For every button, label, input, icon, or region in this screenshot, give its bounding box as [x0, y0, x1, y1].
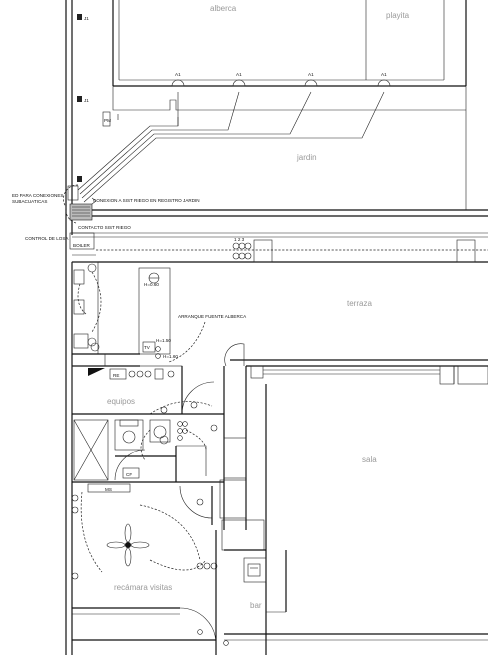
- j1-label-mid: J1: [84, 98, 89, 103]
- label-tv: TV: [144, 345, 151, 350]
- ceiling-fan-icon: [106, 523, 150, 567]
- label-h160: H=1.60: [163, 354, 178, 359]
- j1-label-top: J1: [84, 16, 89, 21]
- room-bar: bar: [250, 601, 262, 610]
- room-alberca: alberca: [210, 4, 237, 13]
- bathroom: CF: [72, 413, 224, 483]
- label-h060: H=0.60: [144, 282, 159, 287]
- room-equipos: equipos: [107, 397, 135, 406]
- svg-text:A1: A1: [236, 72, 242, 77]
- room-sala: sala: [362, 455, 377, 464]
- terrace-beam: 1 2 3: [72, 237, 488, 263]
- note-control-losa: CONTROL DE LOSA: [25, 236, 69, 241]
- outlet-cluster-terrace: 1 2 3: [232, 237, 252, 260]
- room-playita: playita: [386, 11, 410, 20]
- fountain-control: H=0.60 TV H=1.50 H=1.60 ARRANQUE FUENTE …: [138, 267, 247, 363]
- label-h150: H=1.50: [156, 338, 171, 343]
- note-contacto-sist-riego: CONTACTO SIST RIEGO: [78, 225, 131, 230]
- living-bar: [219, 437, 488, 646]
- pool-lamp-4: A1: [377, 72, 391, 87]
- pool-lamp-2: A1: [232, 72, 246, 87]
- pool-lamp-1: A1: [171, 72, 185, 87]
- label-re: RE: [113, 373, 119, 378]
- junction-markers: J1 J1 PM: [77, 14, 111, 182]
- pool-lamps: A1 A1 A1 A1: [171, 72, 391, 87]
- label-boiler: BOILER: [73, 243, 91, 248]
- room-recamara-visitas: recámara visitas: [114, 583, 172, 592]
- pool-lamp-wiring: [77, 91, 385, 203]
- note-arranque-fuente: ARRANQUE FUENTE ALBERCA: [178, 314, 247, 319]
- svg-text:A1: A1: [308, 72, 314, 77]
- pm-label: PM: [104, 118, 111, 123]
- label-ms: MS: [105, 487, 112, 492]
- note-ed-line1: ED PARA CONEXIONES: [12, 193, 63, 198]
- svg-text:1 2 3: 1 2 3: [234, 237, 245, 242]
- pool-lamp-3: A1: [304, 72, 318, 87]
- pool-junction-box: [63, 184, 97, 256]
- garden-edge: [72, 110, 488, 238]
- note-conexion-riego: CONEXION A SIST RIEGO EN REGISTRO JARDIN: [93, 198, 200, 203]
- svg-text:A1: A1: [381, 72, 387, 77]
- room-jardin: jardin: [296, 153, 317, 162]
- note-ed-line2: SUBACUATICAS: [12, 199, 47, 204]
- guest-bedroom: MS: [71, 483, 218, 655]
- label-cf: CF: [126, 472, 132, 477]
- svg-text:A1: A1: [175, 72, 181, 77]
- room-terraza: terraza: [347, 299, 372, 308]
